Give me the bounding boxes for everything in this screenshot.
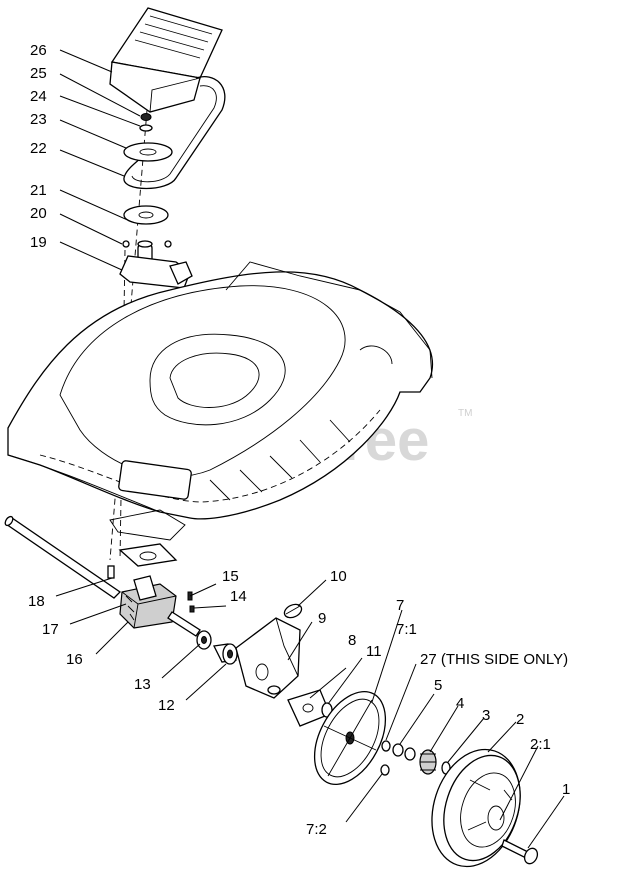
callout-21: 21 [30,182,47,199]
callout-4: 4 [456,695,464,712]
callout-13: 13 [134,676,151,693]
part-13-bushing [196,630,212,650]
gasket-plate [118,543,178,567]
part-7-2-washer [380,764,390,776]
callout-17: 17 [42,621,59,638]
callout-7-1: 7:1 [396,621,417,638]
part-1-bolt [501,839,539,865]
callout-2-1: 2:1 [530,736,551,753]
mower-deck [7,261,434,541]
callout-2: 2 [516,711,524,728]
part-23-pulley [123,142,173,162]
part-25-nut [140,113,152,121]
callout-27: 27 (THIS SIDE ONLY) [420,651,568,668]
drive-shaft [167,611,201,637]
callout-25: 25 [30,65,47,82]
part-10-knob [283,603,303,619]
part-4-gear [419,749,437,775]
callout-12: 12 [158,697,175,714]
callout-9: 9 [318,610,326,627]
callout-24: 24 [30,88,47,105]
callout-10: 10 [330,568,347,585]
callout-19: 19 [30,234,47,251]
callout-20: 20 [30,205,47,222]
callout-8: 8 [348,632,356,649]
part-27-washer [381,740,391,752]
callout-14: 14 [230,588,247,605]
part-24-washer [139,124,153,132]
watermark-tm: TM [458,408,472,419]
callout-11: 11 [366,643,382,660]
part-18-axle [4,515,122,599]
part-17-bolt [107,565,115,579]
part-7-hubcap [313,691,387,785]
callout-3: 3 [482,707,490,724]
callout-16: 16 [66,651,83,668]
callout-7: 7 [396,597,404,614]
part-12-bearing [213,643,238,665]
callout-26: 26 [30,42,47,59]
callout-5: 5 [434,677,442,694]
part-26-cover [109,7,223,113]
callout-7-2: 7:2 [306,821,327,838]
leader-lines [55,49,565,849]
part-9-bracket [235,617,301,699]
callout-23: 23 [30,111,47,128]
callout-15: 15 [222,568,239,585]
part-14-pin [189,605,195,613]
callout-18: 18 [28,593,45,610]
part-19-bracket [119,255,193,289]
part-16-gearbox [119,575,177,629]
callout-22: 22 [30,140,47,157]
part-22-belt [123,76,226,190]
part-21-pulley [123,205,169,225]
part-5-washer [392,743,416,761]
callout-1: 1 [562,781,570,798]
